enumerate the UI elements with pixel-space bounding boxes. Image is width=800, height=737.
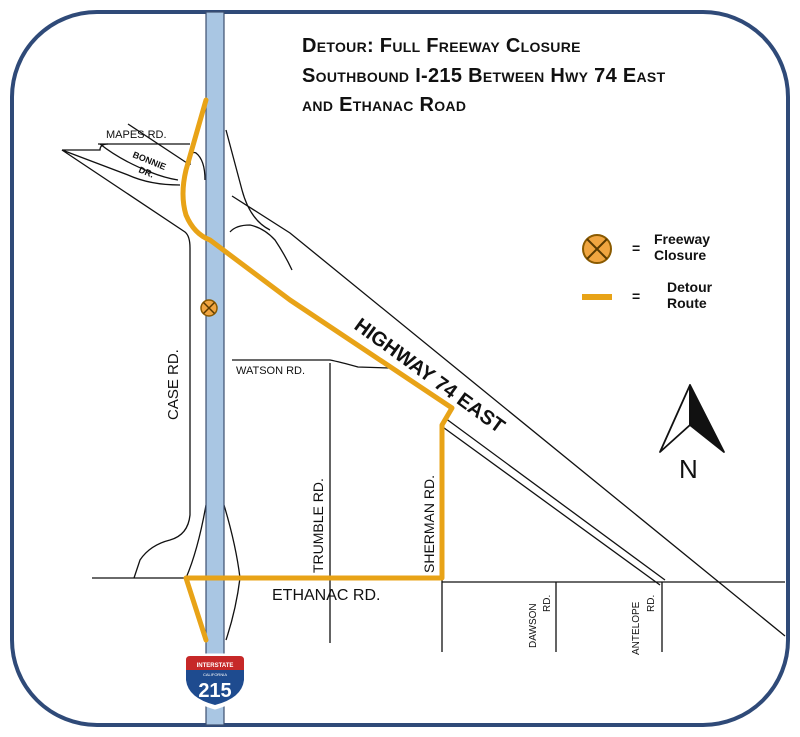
ethanac-road-label: ETHANAC RD.: [272, 587, 380, 604]
highway-74-south-edge-2: [439, 424, 661, 586]
bonnie-drive-2: [99, 143, 179, 181]
dawson-road-label: DAWSON: [528, 603, 539, 648]
watson-road: [232, 359, 391, 369]
legend-detour-label-1: Detour: [667, 279, 713, 295]
legend-closure-label-1: Freeway: [654, 231, 711, 247]
trumble-road-label: TRUMBLE RD.: [310, 478, 326, 573]
legend-detour-label-2: Route: [667, 295, 707, 311]
detour-route: [180, 97, 455, 643]
title-line-1: Detour: Full Freeway Closure: [302, 35, 581, 57]
case-road: [61, 149, 191, 579]
antelope-road-label: ANTELOPE: [631, 601, 642, 655]
north-label: N: [679, 454, 698, 484]
shield-state-label: CALIFORNIA: [203, 672, 227, 677]
legend-closure-icon: [582, 234, 612, 264]
legend-closure-equals: =: [632, 240, 641, 256]
legend-detour-equals: =: [632, 288, 641, 304]
mapes-road-label: MAPES RD.: [106, 129, 167, 141]
sherman-road-label: SHERMAN RD.: [421, 475, 437, 573]
legend-closure-label-2: Closure: [654, 247, 707, 263]
shield-top-label: INTERSTATE: [197, 663, 234, 669]
antelope-road-label-2: RD.: [646, 595, 657, 612]
south-ramp-west: [185, 504, 207, 579]
watson-road-label: WATSON RD.: [236, 365, 305, 377]
i215-freeway: [205, 11, 225, 726]
dawson-road-label-2: RD.: [542, 595, 553, 612]
case-road-label: CASE RD.: [165, 349, 182, 420]
north-arrow-icon: [659, 384, 725, 453]
title-line-3: and Ethanac Road: [302, 94, 467, 116]
highway-74-south-edge: [444, 417, 666, 581]
north-ramp-east: [225, 129, 293, 271]
title-line-2: Southbound I-215 Between Hwy 74 East: [302, 65, 666, 87]
interstate-shield-icon: [182, 653, 248, 710]
shield-number-label: 215: [198, 680, 231, 702]
closure-x-icon: [200, 299, 218, 317]
map-border: [10, 10, 790, 727]
